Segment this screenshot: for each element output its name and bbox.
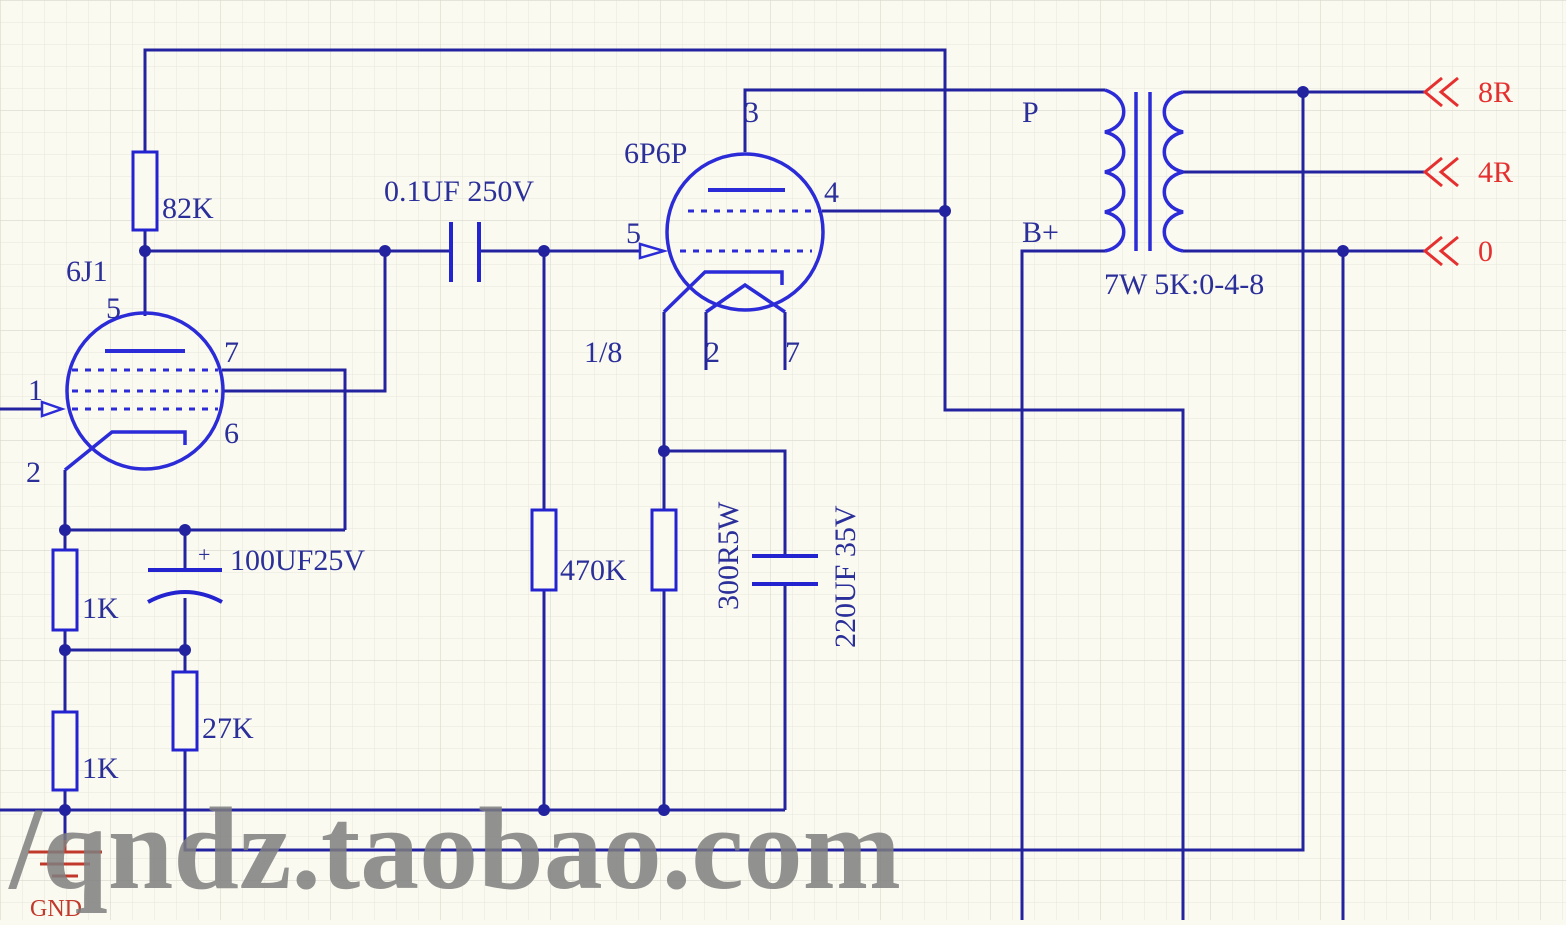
resistor-470k (530, 508, 558, 592)
output-label-4r: 4R (1478, 156, 1513, 189)
label-ground: GND (30, 896, 82, 920)
label-transformer-spec: 7W 5K:0-4-8 (1104, 268, 1264, 301)
junction-dots (59, 86, 1349, 816)
output-ports (1422, 76, 1459, 267)
output-label-0: 0 (1478, 235, 1493, 268)
label-c-coupling: 0.1UF 250V (384, 175, 534, 208)
label-tube-v2: 6P6P (624, 137, 687, 170)
label-heater-note: 1/8 (584, 336, 622, 369)
label-c-bypass-polarity: + (198, 542, 210, 567)
v2-pin-2: 2 (705, 336, 720, 369)
output-label-8r: 8R (1478, 76, 1513, 109)
v2-pin-5: 5 (626, 217, 641, 250)
resistors (51, 150, 678, 792)
v1-pin-1: 1 (28, 374, 43, 407)
label-transformer-p: P (1022, 96, 1039, 129)
label-r-fb: 27K (202, 712, 254, 745)
v2-pin-7: 7 (785, 336, 800, 369)
label-c-bypass: 100UF25V (230, 544, 365, 577)
resistor-1k-bottom (51, 710, 79, 792)
label-r-grid: 470K (560, 554, 627, 587)
capacitors (147, 222, 818, 604)
v2-pin-4: 4 (824, 176, 839, 209)
ground-symbol (28, 840, 102, 878)
resistor-82k (131, 150, 159, 232)
label-r-k1: 1K (82, 592, 119, 625)
watermark: :/qndz.taobao.com (0, 783, 901, 914)
wires (0, 48, 1425, 920)
output-transformer (1104, 88, 1184, 253)
tube-6j1 (40, 311, 225, 472)
v1-pin-5: 5 (106, 292, 121, 325)
label-transformer-bplus: B+ (1022, 216, 1059, 249)
label-r-cathode: 300R5W (712, 501, 745, 610)
label-r-k2: 1K (82, 752, 119, 785)
v1-pin-2: 2 (26, 456, 41, 489)
v1-pin-6: 6 (224, 417, 239, 450)
tube-6p6p (638, 152, 825, 314)
resistor-27k (171, 670, 199, 752)
label-c-cathode: 220UF 35V (829, 505, 862, 648)
v2-pin-3: 3 (744, 96, 759, 129)
v1-pin-7: 7 (224, 336, 239, 369)
label-r-plate: 82K (162, 192, 214, 225)
resistor-1k-top (51, 548, 79, 632)
label-tube-v1: 6J1 (66, 255, 108, 288)
resistor-300r5w (650, 508, 678, 592)
